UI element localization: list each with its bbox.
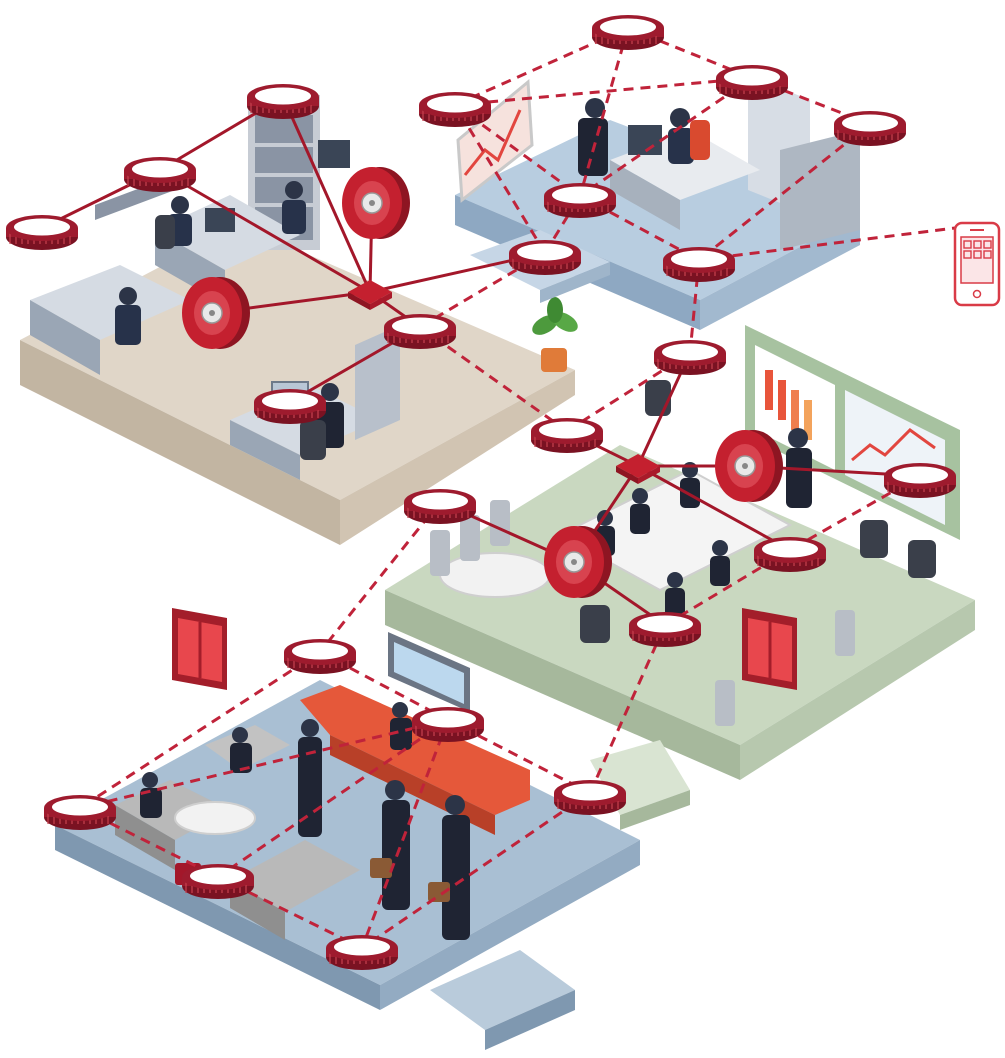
meeting-room-floor	[385, 325, 975, 830]
sensor-node-icon	[326, 935, 398, 970]
wireless-link	[688, 259, 701, 354]
wireless-link	[79, 718, 449, 810]
sensor-node-icon	[247, 84, 319, 119]
sensor-node-icon	[663, 247, 735, 282]
sensor-node-icon	[654, 340, 726, 375]
sensor-node-icon	[716, 65, 788, 100]
wired-link	[281, 96, 372, 293]
wired-link	[637, 464, 791, 552]
gateway-hub-icon	[616, 454, 660, 484]
sensor-node-icon	[44, 795, 116, 830]
sensor-node-icon	[592, 15, 664, 50]
reception-lobby-floor	[55, 632, 640, 1050]
sensor-node-icon	[544, 183, 616, 218]
smartphone-icon	[953, 221, 1001, 307]
sensor-node-icon	[629, 612, 701, 647]
wireless-link	[419, 325, 568, 433]
wireless-link	[79, 650, 321, 810]
wireless-link	[698, 122, 871, 262]
sensor-node-icon	[419, 92, 491, 127]
wireless-link	[698, 226, 956, 262]
sensor-node-icon	[754, 537, 826, 572]
sensor-node-icon	[884, 463, 956, 498]
executive-office-floor	[455, 75, 860, 330]
sensor-node-icon	[384, 314, 456, 349]
wireless-link	[361, 791, 591, 950]
repeater-icon	[342, 167, 410, 239]
gateway-hub-icon	[348, 280, 392, 310]
wireless-link	[579, 76, 753, 198]
wall-switch-icon	[172, 608, 227, 690]
sensor-node-icon	[254, 389, 326, 424]
sensor-node-icon	[509, 240, 581, 275]
sensor-node-icon	[412, 707, 484, 742]
devices	[172, 167, 1001, 690]
wireless-link	[318, 501, 442, 653]
repeater-icon	[182, 277, 250, 349]
sensor-node-icon	[124, 157, 196, 192]
wall-switch-icon	[742, 608, 797, 690]
sensor-node-icon	[284, 639, 356, 674]
wireless-link	[360, 719, 450, 949]
sensor-node-icon	[834, 111, 906, 146]
sensor-node-icon	[404, 489, 476, 524]
wireless-link	[453, 104, 547, 254]
wireless-link	[454, 76, 753, 107]
wireless-link	[588, 624, 667, 794]
sensor-nodes	[6, 15, 956, 970]
wired-link	[159, 168, 371, 294]
wireless-link	[578, 27, 630, 197]
sensor-node-icon	[554, 780, 626, 815]
sensor-node-icon	[6, 215, 78, 250]
wireless-link	[217, 718, 449, 879]
sensor-node-icon	[182, 864, 254, 899]
repeater-icon	[715, 430, 783, 502]
sensor-node-icon	[531, 418, 603, 453]
repeater-icon	[544, 526, 612, 598]
